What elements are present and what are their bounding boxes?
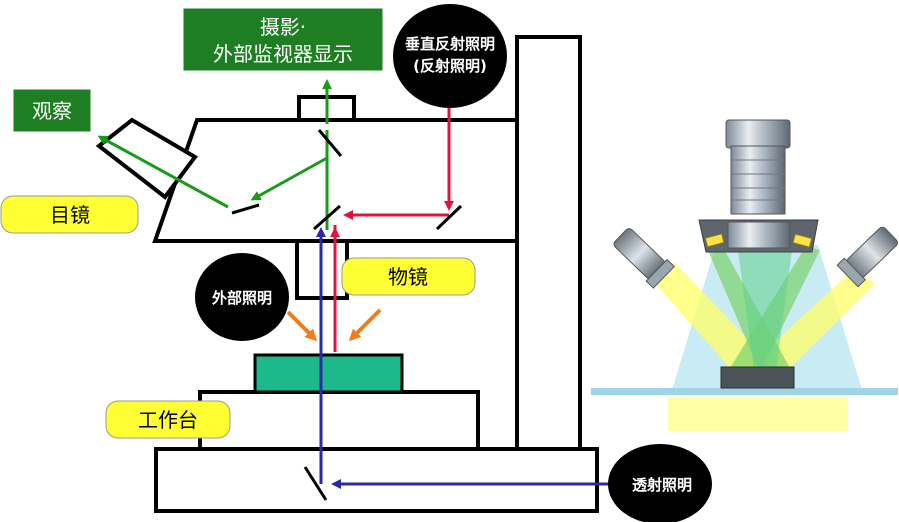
microscope-base: [154, 447, 599, 513]
sample-block: [720, 366, 795, 389]
specimen: [253, 353, 404, 394]
lens-top-ring: [725, 119, 791, 149]
external-illumination-bubble: 外部照明: [195, 253, 289, 341]
microscope-head: [152, 118, 519, 243]
objective-label: 物镜: [341, 257, 476, 296]
transmitted-illumination-bubble: 透射照明: [608, 444, 712, 522]
eyepiece-label: 目镜: [0, 195, 139, 234]
monitor-text: 外部监视器显示: [213, 42, 353, 66]
vertical-illumination-bubble: 垂直反射照明 (反射照明): [393, 4, 507, 108]
lens-ribs: [731, 159, 785, 201]
mirror-beam-splitter: [313, 204, 341, 231]
left-lamp: [613, 228, 675, 289]
external-illumination-text: 外部照明: [211, 289, 272, 307]
mirror-camera: [317, 129, 343, 157]
center-beam: [738, 250, 792, 370]
transmitted-illumination-text: 透射照明: [632, 476, 692, 494]
ring-light-center: [727, 221, 791, 249]
eyepiece-tube: [95, 117, 198, 200]
ring-led-right: [792, 233, 813, 248]
eyepiece-text: 目镜: [50, 203, 90, 227]
lens-body: [730, 145, 786, 215]
external-illumination-arrows: [286, 308, 382, 342]
microscope-pillar: [515, 35, 582, 451]
mirror-eyepiece: [231, 203, 260, 215]
mirrors: [231, 129, 463, 501]
observe-text: 观察: [32, 99, 72, 123]
reflected-light-path: [330, 108, 454, 352]
table-surface: [591, 388, 898, 395]
objective-text: 物镜: [388, 265, 428, 289]
mirror-transmitted: [303, 466, 328, 501]
lighting-illustration: [591, 119, 898, 431]
observe-label: 观察: [12, 88, 92, 133]
transmitted-glow: [668, 397, 848, 431]
reflected-illumination-text: (反射照明): [413, 57, 487, 75]
photo-text: 摄影·: [260, 15, 306, 39]
stage-text: 工作台: [138, 408, 198, 432]
ring-led-left: [704, 233, 725, 248]
stage-label: 工作台: [105, 400, 231, 439]
right-lamp: [836, 226, 898, 288]
transmitted-light-path: [316, 227, 612, 489]
stage-platform: [198, 390, 480, 451]
mirror-vertical-illum: [435, 204, 463, 231]
photo-monitor-label: 摄影· 外部监视器显示: [182, 7, 384, 72]
vertical-illumination-text: 垂直反射照明: [405, 35, 495, 53]
